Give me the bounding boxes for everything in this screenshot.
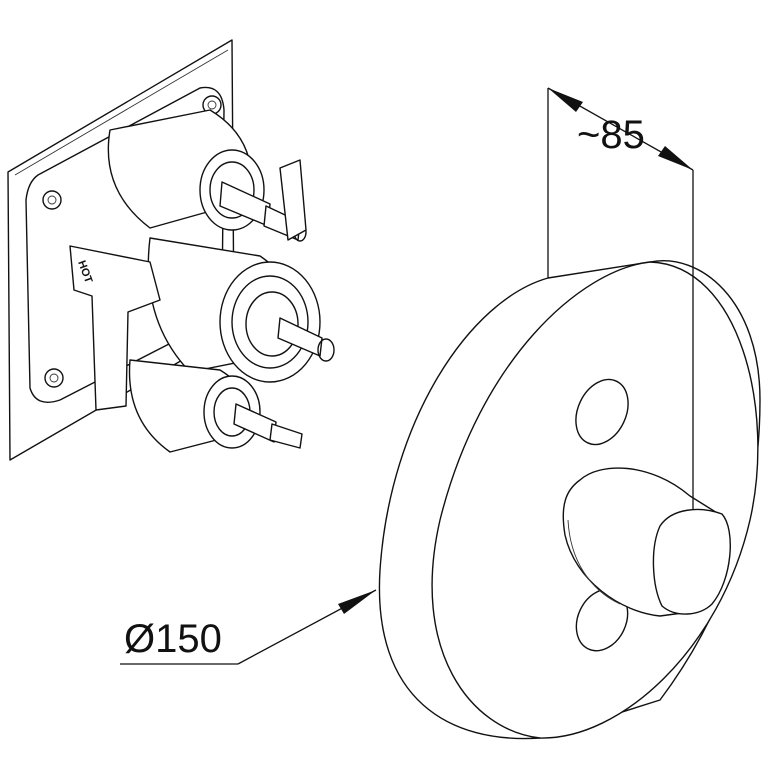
control-knob xyxy=(562,467,731,617)
depth-arrow-left xyxy=(548,88,583,112)
diameter-arrow xyxy=(338,590,376,614)
diameter-label: Ø150 xyxy=(124,617,222,661)
depth-arrow-right xyxy=(658,146,693,170)
upper-opening xyxy=(575,378,629,446)
diameter-dimension: Ø150 xyxy=(120,589,377,665)
depth-dimension: ~85 xyxy=(547,87,694,510)
depth-label: ~85 xyxy=(577,113,645,157)
hot-inlet-clamp xyxy=(69,245,161,411)
cover-plate-trim xyxy=(378,260,761,740)
concealed-valve-body: HOT xyxy=(7,39,335,461)
